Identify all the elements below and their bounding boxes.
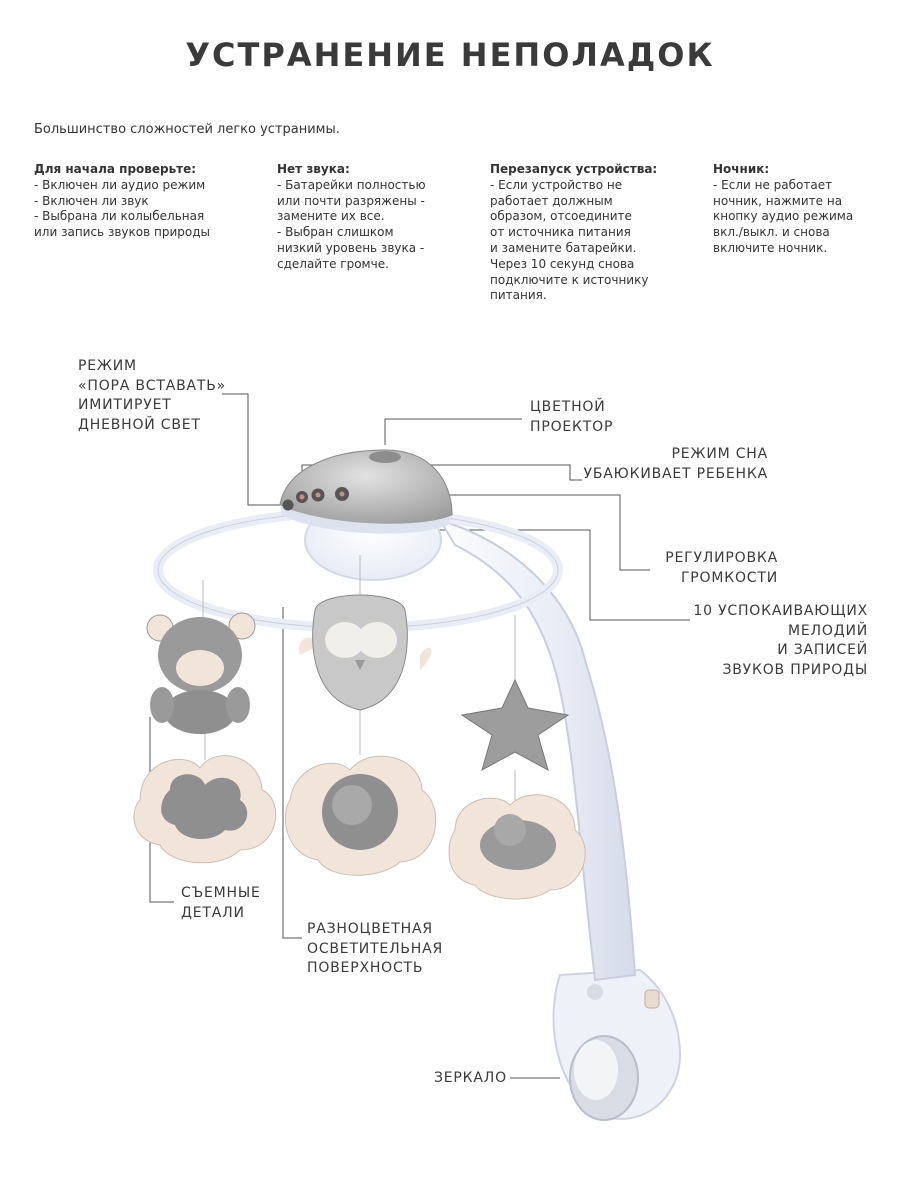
- tip-text: - Батарейки полностью или почти разряжен…: [277, 177, 426, 271]
- mobile-arm: [437, 518, 637, 982]
- projector-unit: [279, 449, 453, 534]
- owl-toy: [299, 594, 432, 711]
- cloud-piece-1: [133, 755, 277, 864]
- intro-text: Большинство сложностей легко устранимы.: [34, 122, 340, 137]
- callout-wake-mode: РЕЖИМ «ПОРА ВСТАВАТЬ» ИМИТИРУЕТ ДНЕВНОЙ …: [78, 358, 226, 433]
- cloud-piece-2: [284, 755, 437, 876]
- callout-mirror: ЗЕРКАЛО: [434, 1070, 507, 1086]
- control-buttons: [282, 487, 349, 511]
- callout-projector: ЦВЕТНОЙ ПРОЕКТОР: [530, 399, 614, 435]
- tip-column-nightlight: Ночник: - Если не работает ночник, нажми…: [713, 162, 883, 257]
- tip-heading: Перезапуск устройства:: [490, 162, 658, 176]
- tip-heading: Ночник:: [713, 162, 770, 176]
- tip-column-check: Для начала проверьте: - Включен ли аудио…: [34, 162, 264, 241]
- tip-text: - Если устройство не работает должным об…: [490, 177, 649, 303]
- tip-column-restart: Перезапуск устройства: - Если устройство…: [490, 162, 690, 304]
- tip-text: - Если не работает ночник, нажмите на кн…: [713, 177, 854, 255]
- mobile-base: [552, 968, 682, 1121]
- tip-heading: Нет звука:: [277, 162, 350, 176]
- tip-column-no-sound: Нет звука: - Батарейки полностью или поч…: [277, 162, 477, 273]
- wake-mode-button: [282, 499, 294, 511]
- callout-melodies: 10 УСПОКАИВАЮЩИХ МЕЛОДИЙ И ЗАПИСЕЙ ЗВУКО…: [693, 603, 868, 678]
- star-toy: [460, 678, 570, 772]
- tip-text: - Включен ли аудио режим - Включен ли зв…: [34, 177, 210, 240]
- callout-removable: СЪЕМНЫЕ ДЕТАЛИ: [181, 885, 261, 921]
- cloud-piece-3: [448, 794, 586, 900]
- tip-heading: Для начала проверьте:: [34, 162, 197, 176]
- callout-volume: РЕГУЛИРОВКА ГРОМКОСТИ: [665, 550, 778, 586]
- callout-surface: РАЗНОЦВЕТНАЯ ОСВЕТИТЕЛЬНАЯ ПОВЕРХНОСТЬ: [307, 921, 444, 976]
- callout-sleep-mode: РЕЖИМ СНА УБАЮКИВАЕТ РЕБЕНКА: [583, 446, 768, 482]
- raccoon-toy: [146, 612, 256, 734]
- page-title: УСТРАНЕНИЕ НЕПОЛАДОК: [185, 36, 715, 74]
